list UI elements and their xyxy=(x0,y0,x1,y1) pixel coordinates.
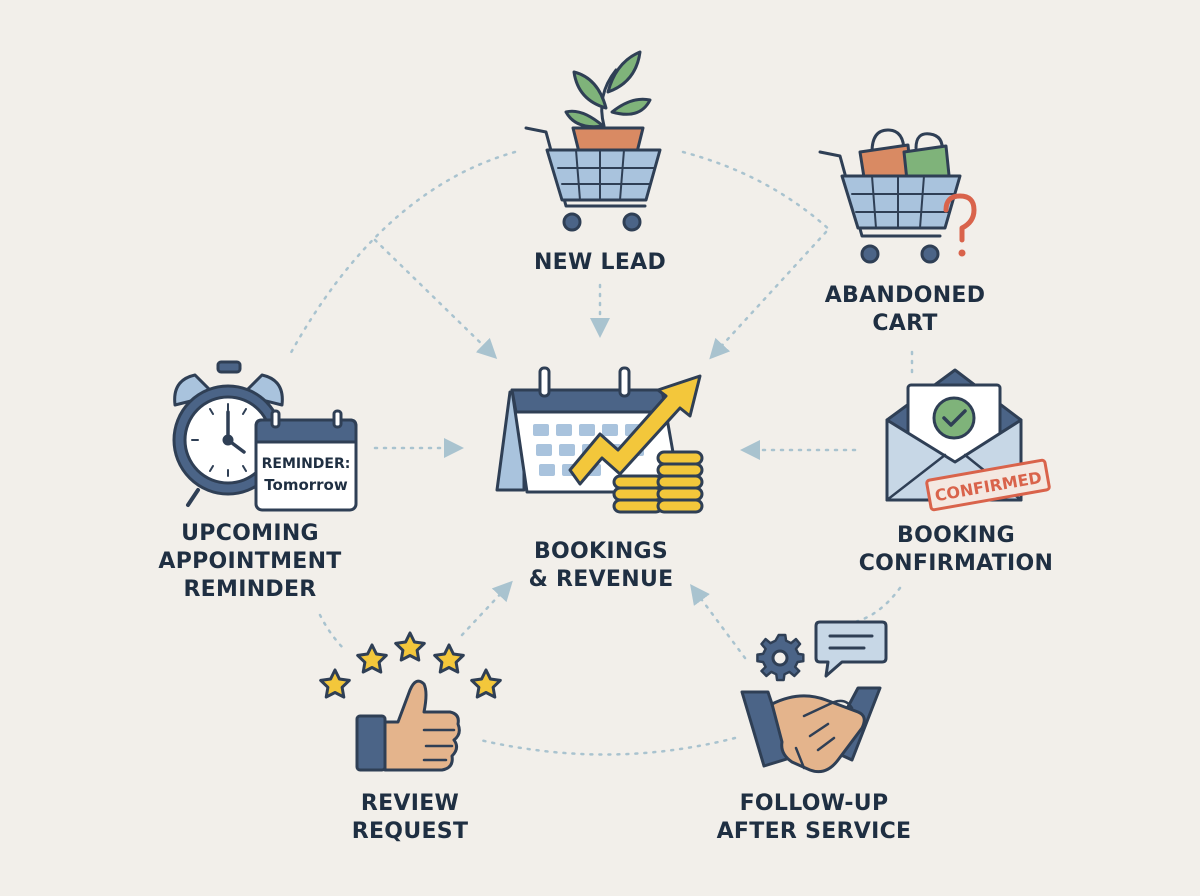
star-icon xyxy=(394,631,426,662)
label-line: REVIEW xyxy=(360,791,460,816)
reminder-card-line2: Tomorrow xyxy=(264,476,348,494)
label-line: & REVENUE xyxy=(528,567,674,592)
star-icon xyxy=(356,643,388,674)
cart-with-question-icon xyxy=(818,128,977,264)
node-label-appointment-reminder: UPCOMING APPOINTMENT REMINDER xyxy=(158,520,341,604)
star-icon xyxy=(319,668,351,699)
label-line: NEW LEAD xyxy=(533,250,667,275)
label-line: BOOKING xyxy=(897,523,1015,548)
label-line: APPOINTMENT xyxy=(158,549,342,574)
arrow-follow-up xyxy=(690,583,747,660)
label-line: UPCOMING xyxy=(181,521,319,546)
node-label-booking-confirmation: BOOKING CONFIRMATION xyxy=(859,522,1054,578)
alarm-clock-calendar-icon: REMINDER: Tomorrow xyxy=(172,360,358,512)
cart-with-plant-icon xyxy=(524,50,662,232)
reminder-card-line1: REMINDER: xyxy=(262,456,351,472)
label-line: CONFIRMATION xyxy=(858,551,1054,576)
arrow-abandoned-cart xyxy=(709,230,828,360)
label-line: AFTER SERVICE xyxy=(716,819,912,844)
label-line: ABANDONED xyxy=(824,283,986,308)
envelope-check-icon: CONFIRMED xyxy=(885,368,1051,512)
handshake-gear-chat-icon xyxy=(740,620,888,774)
thumbs-up-stars-icon xyxy=(319,631,502,772)
node-label-review-request: REVIEW REQUEST xyxy=(352,790,469,846)
node-label-follow-up: FOLLOW-UP AFTER SERVICE xyxy=(717,790,912,846)
star-icon xyxy=(433,643,465,674)
calendar-growth-coins-icon xyxy=(495,366,704,514)
label-line: REMINDER xyxy=(183,577,317,602)
label-line: BOOKINGS xyxy=(533,539,669,564)
arrow-new-lead-side xyxy=(373,238,498,359)
star-icon xyxy=(470,668,502,699)
label-line: REQUEST xyxy=(351,819,469,844)
connector-arrows xyxy=(373,230,857,660)
node-label-new-lead: NEW LEAD xyxy=(534,249,666,277)
label-line: CART xyxy=(872,311,938,336)
node-label-bookings-revenue: BOOKINGS & REVENUE xyxy=(529,538,674,594)
label-line: FOLLOW-UP xyxy=(739,791,889,816)
node-label-abandoned-cart: ABANDONED CART xyxy=(825,282,986,338)
arrow-review-request xyxy=(460,580,513,637)
